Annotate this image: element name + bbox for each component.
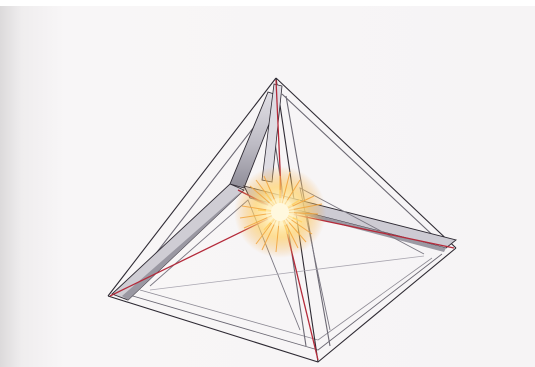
light-burst: [234, 166, 326, 258]
burst-core-halo: [266, 198, 294, 226]
top-margin: [0, 0, 535, 6]
